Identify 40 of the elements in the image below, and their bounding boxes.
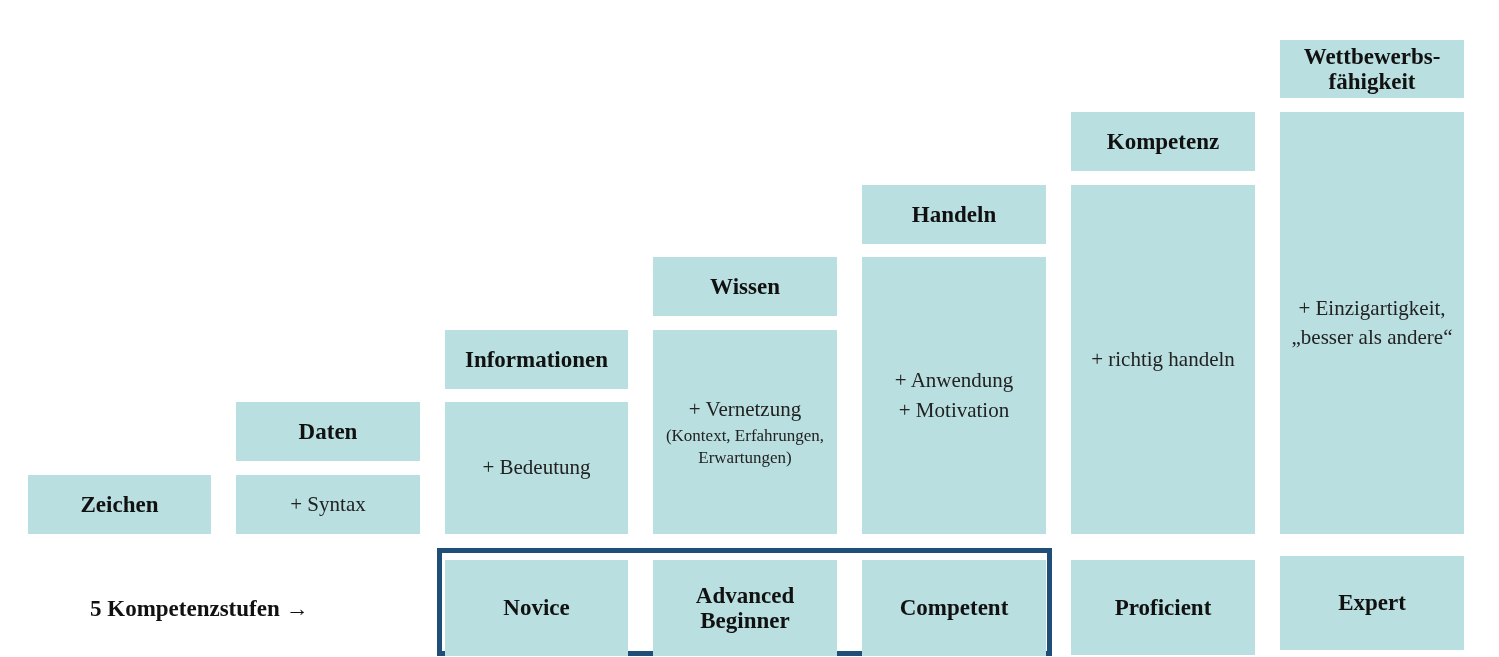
description-box (1071, 185, 1255, 534)
description-box (445, 402, 628, 534)
header-box (28, 475, 211, 534)
body-text: + Einzigartigkeit, „besser als andere“ (1290, 294, 1454, 351)
body-text: + Anwendung (894, 367, 1014, 395)
body-text: + Syntax (290, 490, 366, 518)
heading-text: Proficient (1114, 594, 1212, 621)
header-box (1280, 556, 1464, 650)
description-box (236, 475, 420, 534)
body-text: + Bedeutung (482, 454, 591, 482)
header-box (445, 330, 628, 389)
header-box (236, 402, 420, 461)
description-box (1280, 112, 1464, 534)
description-box (862, 257, 1046, 534)
heading-text: Daten (298, 418, 358, 445)
detail-text: + Motivation (898, 396, 1010, 424)
header-box (862, 185, 1046, 244)
header-box (1071, 560, 1255, 655)
heading-text: Expert (1338, 590, 1406, 616)
heading-text: Wissen (710, 273, 780, 300)
heading-text: Advanced Beginner (694, 582, 796, 634)
header-box (1071, 112, 1255, 171)
body-text: + Vernetzung (688, 396, 802, 424)
heading-text: Zeichen (80, 491, 159, 518)
header-box (445, 560, 628, 656)
header-box (653, 560, 837, 656)
row-label: 5 Kompetenzstufen → (90, 595, 309, 623)
header-box (653, 257, 837, 316)
frame-box (437, 548, 1052, 656)
heading-text: Kompetenz (1106, 128, 1220, 155)
detail-text: (Kontext, Erfahrungen, Erwartungen) (664, 424, 826, 469)
body-text: + richtig handeln (1091, 345, 1235, 373)
header-box (1280, 40, 1464, 98)
heading-text: Competent (899, 595, 1009, 621)
heading-text: Handeln (911, 201, 997, 228)
heading-text: Novice (503, 595, 570, 621)
header-box (862, 560, 1046, 656)
heading-text: Wettbewerbs-fähigkeit (1302, 43, 1442, 95)
heading-text: Informationen (464, 346, 609, 373)
description-box (653, 330, 837, 534)
